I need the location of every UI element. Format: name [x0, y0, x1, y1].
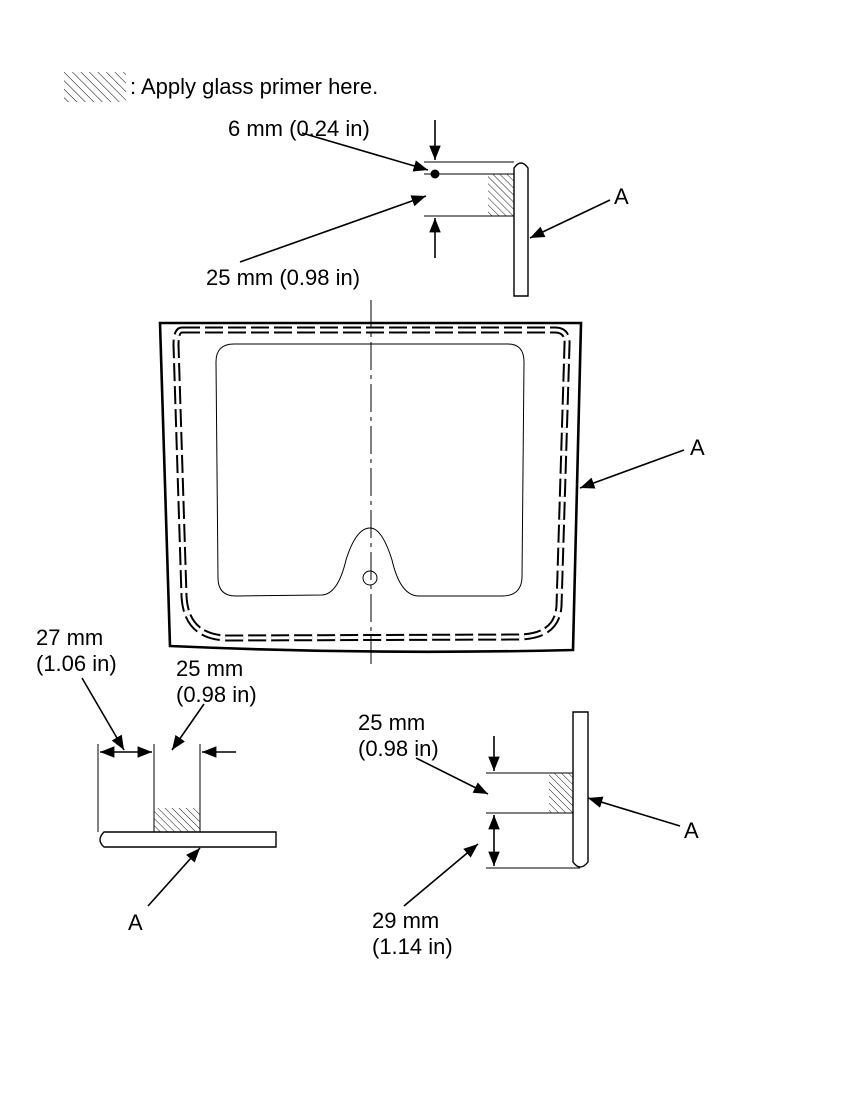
- legend: : Apply glass primer here.: [64, 72, 378, 102]
- left-part-label: A: [128, 910, 143, 935]
- windshield: A: [158, 300, 705, 668]
- top-primer-area: [488, 174, 514, 216]
- left-glass-section: [99, 831, 277, 848]
- top-width-label: 25 mm (0.98 in): [206, 265, 360, 290]
- top-part-label: A: [614, 184, 629, 209]
- left-width-mm-label: 25 mm: [176, 656, 243, 681]
- right-glass-section: [572, 711, 589, 868]
- top-detail: 6 mm (0.24 in) 25 mm (0.98 in) A: [206, 116, 629, 297]
- left-primer-area: [154, 808, 200, 832]
- primer-band: [172, 326, 571, 642]
- left-offset-mm-label: 27 mm: [36, 625, 103, 650]
- bottom-right-detail: 25 mm (0.98 in) 29 mm (1.14 in) A: [358, 710, 699, 959]
- bottom-left-detail: 27 mm (1.06 in) 25 mm (0.98 in) A: [36, 625, 277, 935]
- right-part-label: A: [684, 818, 699, 843]
- left-offset-in-label: (1.06 in): [36, 651, 117, 676]
- right-offset-mm-label: 29 mm: [372, 908, 439, 933]
- sensor-marker: [362, 570, 378, 586]
- left-width-in-label: (0.98 in): [176, 682, 257, 707]
- right-offset-in-label: (1.14 in): [372, 934, 453, 959]
- legend-text: : Apply glass primer here.: [130, 74, 378, 99]
- top-dot-marker: [430, 169, 440, 179]
- hatch-swatch-icon: [64, 72, 126, 102]
- right-primer-area: [549, 773, 573, 813]
- right-width-mm-label: 25 mm: [358, 710, 425, 735]
- right-width-in-label: (0.98 in): [358, 736, 439, 761]
- glass-part-label: A: [690, 435, 705, 460]
- top-dot-label: 6 mm (0.24 in): [228, 116, 370, 141]
- top-glass-section: [513, 162, 529, 297]
